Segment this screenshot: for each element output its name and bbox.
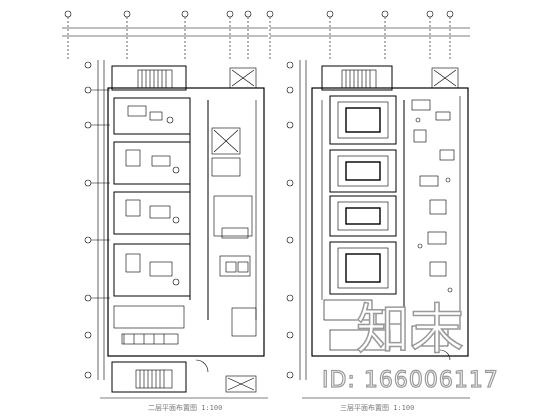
corridor-left [207,100,257,320]
grid-axis-bubbles-top-left [64,10,252,60]
grid-axis-bubbles-side-right [286,61,294,379]
left-floor-plan [62,10,268,399]
ceiling-panels-right [321,95,405,320]
watermark-id-text: ID: 166006117 [321,367,499,393]
lobby-bottom-left [111,305,257,393]
right-plan-caption: 三层平面布置图 1:100 [340,404,415,412]
equipment-right [411,96,461,330]
lobby-bottom-right [323,299,451,361]
stair-core-top-right [321,65,459,91]
stair-core-top-left [111,65,257,91]
treatment-rooms-left [113,97,191,300]
right-floor-plan [266,10,470,399]
watermark-logo: 知末 [355,297,465,362]
left-plan-caption: 二层平面布置图 1:100 [148,404,223,412]
grid-axis-bubbles-side-left [84,61,110,379]
grid-axis-bubbles-top-right [266,10,454,60]
svg-text:知末: 知末 [356,298,464,361]
